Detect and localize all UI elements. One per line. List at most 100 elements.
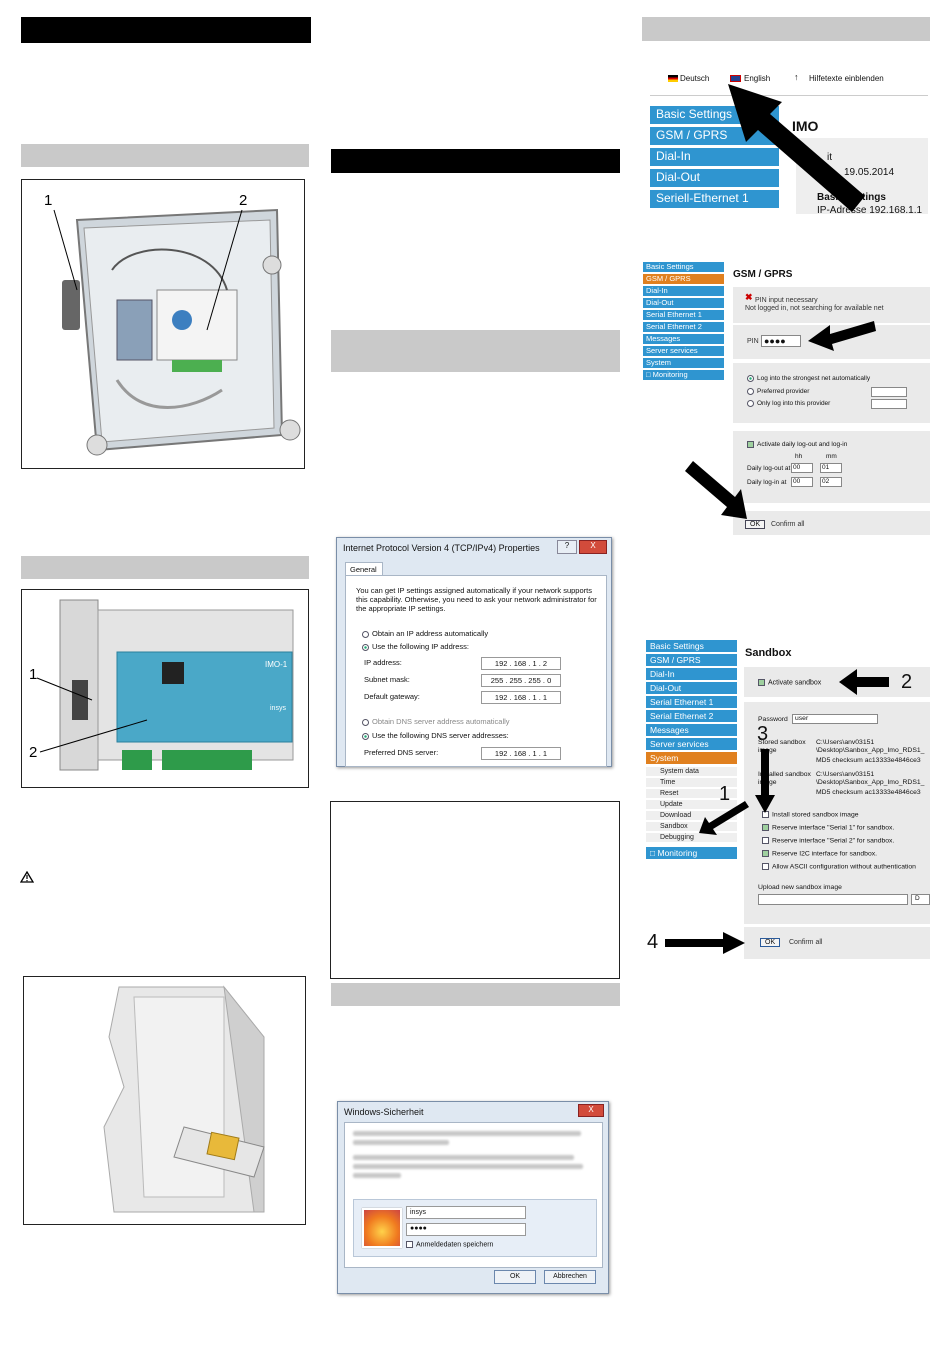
- radio-preferred[interactable]: Preferred provider: [747, 388, 809, 395]
- login-mm-field[interactable]: 02: [820, 477, 842, 487]
- section-heading-bar: [21, 17, 311, 43]
- login-label: Daily log-in at: [747, 479, 787, 486]
- menu-item-system[interactable]: System: [643, 358, 724, 368]
- submenu-update[interactable]: Update: [646, 800, 737, 809]
- menu-item-dial-out[interactable]: Dial-Out: [650, 169, 779, 187]
- preferred-provider-field[interactable]: [871, 387, 907, 397]
- gsm-screenshot: Basic Settings GSM / GPRS Dial-In Dial-O…: [643, 259, 930, 537]
- language-screenshot: Deutsch English ↑ Hilfetexte einblenden …: [650, 56, 928, 214]
- submenu-time[interactable]: Time: [646, 778, 737, 787]
- menu-item-dial-out[interactable]: Dial-Out: [643, 298, 724, 308]
- menu-item-dial-out[interactable]: Dial-Out: [646, 682, 737, 694]
- close-button[interactable]: X: [579, 540, 607, 554]
- lang-english[interactable]: English: [744, 74, 771, 83]
- radio-use-dns[interactable]: Use the following DNS server addresses:: [362, 731, 509, 740]
- ip-row: IP address: 192 . 168 . 1 . 2: [364, 657, 594, 670]
- confirm-panel: OK Confirm all: [744, 927, 930, 959]
- flag-de-icon: [668, 75, 678, 82]
- option-serial-1[interactable]: Reserve interface "Serial 1" for sandbox…: [762, 824, 894, 831]
- upload-file-field[interactable]: [758, 894, 908, 905]
- menu-item-monitoring[interactable]: □ Monitoring: [643, 370, 724, 380]
- router-brand-label: insys: [270, 705, 286, 712]
- router-model-label: IMO-1: [265, 660, 288, 669]
- option-serial-2[interactable]: Reserve interface "Serial 2" for sandbox…: [762, 837, 894, 844]
- ip-fragment: IP-Adresse 192.168.1.1: [817, 205, 923, 214]
- lang-deutsch[interactable]: Deutsch: [680, 74, 710, 83]
- radio-use-ip[interactable]: Use the following IP address:: [362, 642, 469, 651]
- subnet-mask-field[interactable]: 255 . 255 . 255 . 0: [481, 674, 561, 687]
- option-install-stored[interactable]: Install stored sandbox image: [762, 811, 859, 818]
- radio-obtain-dns[interactable]: Obtain DNS server address automatically: [362, 717, 510, 726]
- menu-item-server-services[interactable]: Server services: [646, 738, 737, 750]
- only-provider-field[interactable]: [871, 399, 907, 409]
- subheading-bar: [21, 556, 309, 579]
- menu-item-gsm-gprs[interactable]: GSM / GPRS: [646, 654, 737, 666]
- provider-panel: Log into the strongest net automatically…: [733, 363, 930, 423]
- ok-button[interactable]: OK: [760, 938, 781, 947]
- password-field[interactable]: ●●●●: [406, 1223, 526, 1236]
- installed-path-2: \Desktop\Sanbox_App_Imo_RDS1_: [816, 779, 925, 786]
- login-mm-value: 02: [822, 478, 830, 485]
- option-i2c[interactable]: Reserve I2C interface for sandbox.: [762, 850, 877, 857]
- submenu-sandbox[interactable]: Sandbox: [646, 822, 737, 831]
- remember-checkbox[interactable]: Anmeldedaten speichern: [406, 1241, 493, 1248]
- confirm-all-label: Confirm all: [789, 939, 823, 946]
- radio-strongest-label: Log into the strongest net automatically: [757, 375, 871, 383]
- option-ascii[interactable]: Allow ASCII configuration without authen…: [762, 863, 916, 870]
- submenu-system-data[interactable]: System data: [646, 767, 737, 776]
- callout-1: 1: [29, 666, 38, 683]
- menu-item-messages[interactable]: Messages: [643, 334, 724, 344]
- menu-item-basic-settings[interactable]: Basic Settings: [646, 640, 737, 652]
- upload-label: Upload new sandbox image: [758, 884, 842, 891]
- menu-item-basic-settings[interactable]: Basic Settings: [643, 262, 724, 272]
- menu-item-server-services[interactable]: Server services: [643, 346, 724, 356]
- menu-item-serial-ethernet-1[interactable]: Serial Ethernet 1: [643, 310, 724, 320]
- browse-button[interactable]: D: [911, 894, 930, 905]
- ok-button[interactable]: OK: [494, 1270, 536, 1284]
- logout-hh-field[interactable]: 00: [791, 463, 813, 473]
- submenu-debugging[interactable]: Debugging: [646, 833, 737, 842]
- option-ascii-label: Allow ASCII configuration without authen…: [772, 863, 916, 871]
- menu-item-monitoring[interactable]: □ Monitoring: [646, 847, 737, 859]
- checkbox-icon: [758, 679, 765, 686]
- sim-card-illustration: [23, 976, 306, 1225]
- username-field[interactable]: insys: [406, 1206, 526, 1219]
- default-gateway-field[interactable]: 192 . 168 . 1 . 1: [481, 691, 561, 704]
- submenu-download[interactable]: Download: [646, 811, 737, 820]
- submenu-reset[interactable]: Reset: [646, 789, 737, 798]
- checkbox-icon: [762, 837, 769, 844]
- menu-item-serial-ethernet-2[interactable]: Serial Ethernet 2: [643, 322, 724, 332]
- dialog-title: Windows-Sicherheit: [344, 1107, 424, 1117]
- help-text-toggle[interactable]: Hilfetexte einblenden: [809, 74, 884, 83]
- preferred-dns-field[interactable]: 192 . 168 . 1 . 1: [481, 747, 561, 760]
- radio-obtain-ip[interactable]: Obtain an IP address automatically: [362, 629, 488, 638]
- menu-item-system[interactable]: System: [646, 752, 737, 764]
- radio-preferred-label: Preferred provider: [757, 388, 810, 396]
- pin-field[interactable]: ●●●●: [761, 335, 801, 347]
- logout-mm-field[interactable]: 01: [820, 463, 842, 473]
- ip-address-field[interactable]: 192 . 168 . 1 . 2: [481, 657, 561, 670]
- close-button[interactable]: X: [578, 1104, 604, 1117]
- login-hh-field[interactable]: 00: [791, 477, 813, 487]
- error-x-icon: ✖: [745, 292, 753, 302]
- ok-button[interactable]: OK: [745, 520, 766, 529]
- menu-item-serial-ethernet-1[interactable]: Serial Ethernet 1: [646, 696, 737, 708]
- help-button[interactable]: ?: [557, 540, 577, 554]
- radio-strongest[interactable]: Log into the strongest net automatically: [747, 375, 870, 382]
- menu-item-dial-in[interactable]: Dial-In: [650, 148, 779, 166]
- option-install-stored-label: Install stored sandbox image: [772, 811, 859, 819]
- blurred-message: [353, 1131, 593, 1182]
- daily-checkbox[interactable]: Activate daily log-out and log-in: [747, 441, 847, 448]
- menu-item-messages[interactable]: Messages: [646, 724, 737, 736]
- tab-general[interactable]: General: [345, 562, 383, 576]
- cancel-button[interactable]: Abbrechen: [544, 1270, 596, 1284]
- menu-item-dial-in[interactable]: Dial-In: [646, 668, 737, 680]
- password-field[interactable]: user: [792, 714, 878, 724]
- arrow-pin-icon: [808, 321, 876, 351]
- menu-item-serial-ethernet-2[interactable]: Serial Ethernet 2: [646, 710, 737, 722]
- activate-sandbox-checkbox[interactable]: Activate sandbox: [758, 679, 821, 686]
- menu-item-dial-in[interactable]: Dial-In: [643, 286, 724, 296]
- menu-item-serial-ethernet[interactable]: Seriell-Ethernet 1: [650, 190, 779, 208]
- radio-only[interactable]: Only log into this provider: [747, 400, 830, 407]
- menu-item-gsm-gprs[interactable]: GSM / GPRS: [643, 274, 724, 284]
